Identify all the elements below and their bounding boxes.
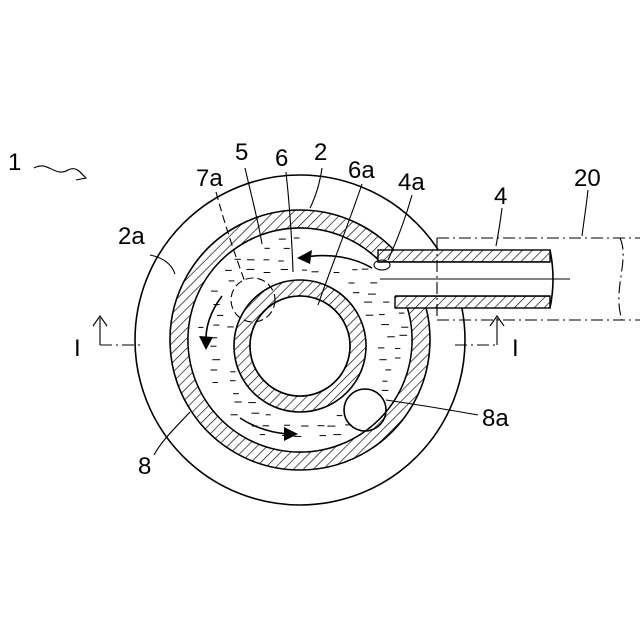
label-core: 6: [275, 145, 288, 172]
label-section-left: I: [74, 335, 81, 362]
label-pipe-inlet: 4a: [398, 169, 425, 196]
label-inner-wall: 5: [235, 139, 248, 166]
label-housing: 2: [314, 139, 327, 166]
label-liquid: 8: [138, 453, 151, 480]
pipe-4: [374, 250, 570, 308]
label-housing-outer: 2a: [118, 223, 145, 250]
core-bore: [250, 296, 350, 396]
label-section-right: I: [512, 335, 519, 362]
label-pipe: 4: [494, 183, 507, 210]
label-external: 20: [574, 165, 601, 192]
label-device: 1: [8, 149, 21, 176]
label-bubble: 8a: [482, 405, 509, 432]
label-core-surface: 6a: [348, 157, 375, 184]
label-region-7a: 7a: [196, 165, 223, 192]
